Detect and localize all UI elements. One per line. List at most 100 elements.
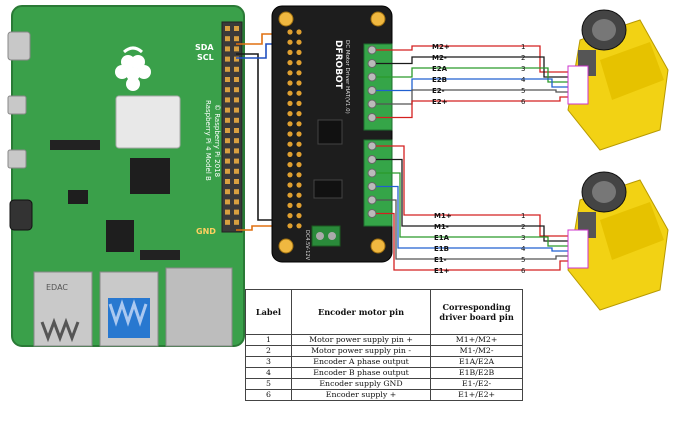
gpio-pin xyxy=(234,138,239,144)
gpio-pin xyxy=(234,26,239,31)
pi-model-text: Raspberry Pi 4 Model B xyxy=(204,100,212,181)
regulator-chip xyxy=(313,179,343,199)
hat-pin xyxy=(287,111,293,117)
col-driver-board-pin: Corresponding driver board pin xyxy=(430,289,523,335)
gpio-pin xyxy=(225,148,230,154)
cell-label: 1 xyxy=(245,334,292,346)
cell-motor-pin: Motor power supply pin - xyxy=(290,345,432,357)
audio-jack xyxy=(9,199,33,231)
cell-label: 6 xyxy=(245,389,292,401)
wire-number: 3 xyxy=(521,65,525,73)
col-encoder-motor-pin: Encoder motor pin xyxy=(290,289,432,335)
cell-label: 3 xyxy=(245,356,292,368)
hat-pin xyxy=(287,172,293,178)
hat-pin xyxy=(287,223,293,229)
terminal-screw xyxy=(367,113,377,122)
wire-number: 1 xyxy=(521,43,525,51)
pin-labels-top: M2+ M2- E2A E2B E2- E2+ 1 2 3 4 5 6 xyxy=(432,43,526,106)
hat-pin xyxy=(287,39,293,45)
gnd-wire-2 xyxy=(236,225,290,231)
hat-pin xyxy=(287,141,293,147)
gpio-pin xyxy=(225,46,230,52)
hat-pin xyxy=(287,202,293,208)
hat-pin xyxy=(296,29,302,35)
hat-header-pins xyxy=(287,29,302,229)
cell-board-pin: E1A/E2A xyxy=(430,356,523,368)
cell-label: 4 xyxy=(245,367,292,379)
motor-wire xyxy=(376,78,572,92)
hat-pin xyxy=(287,192,293,198)
gpio-pin xyxy=(234,36,239,42)
gpio-pin xyxy=(225,117,230,123)
power-terminal xyxy=(311,225,341,247)
gpio-pin xyxy=(225,168,230,174)
gpio-pin xyxy=(234,168,239,174)
usb-controller-chip xyxy=(106,220,134,252)
table-row: 6 Encoder supply + E1+/E2+ xyxy=(245,389,523,401)
hat-pin xyxy=(287,60,293,66)
terminal-screw xyxy=(367,45,377,55)
motor-wire xyxy=(376,185,572,252)
hat-brand: DFROBOT xyxy=(333,40,343,90)
hat-pin xyxy=(287,131,293,137)
hat-pin xyxy=(287,162,293,168)
hat-pin xyxy=(296,141,302,147)
encoder-connector-top xyxy=(567,65,589,105)
usb3-pins xyxy=(108,299,148,327)
gpio-pin xyxy=(225,87,230,93)
scl-label: SCL xyxy=(197,53,214,62)
hat-pin xyxy=(296,213,302,219)
wire-number: 6 xyxy=(521,98,526,106)
cell-motor-pin: Motor power supply pin + xyxy=(290,334,432,346)
encoder-motor-top xyxy=(567,9,669,151)
wire-number: 5 xyxy=(521,87,525,95)
mount-hole xyxy=(278,238,294,254)
motor-wire xyxy=(376,145,572,237)
motor-wire xyxy=(376,89,572,105)
gpio-pin xyxy=(234,66,239,72)
gpio-pin xyxy=(234,77,239,82)
wire-number: 5 xyxy=(521,256,525,264)
cell-motor-pin: Encoder supply + xyxy=(290,389,432,401)
gpio-pin xyxy=(234,117,239,123)
raspberry-pi-board: EDAC Raspberry Pi 4 Model B © Raspberry … xyxy=(7,5,245,347)
hat-pin xyxy=(287,29,293,35)
cell-motor-pin: Encoder supply GND xyxy=(290,378,432,390)
table-row: 1 Motor power supply pin + M1+/M2+ xyxy=(245,334,523,346)
cell-label: 2 xyxy=(245,345,292,357)
gpio-pin xyxy=(234,148,239,154)
edac-label: EDAC xyxy=(46,283,68,292)
motor-wire xyxy=(376,172,572,247)
cell-motor-pin: Encoder B phase output xyxy=(290,367,432,379)
hat-pin xyxy=(296,182,302,188)
gpio-pin xyxy=(225,97,230,103)
hat-pin xyxy=(296,49,302,56)
cpu-shield xyxy=(115,95,181,149)
cell-board-pin: E1B/E2B xyxy=(430,367,523,379)
terminal-screw xyxy=(367,59,377,68)
cell-board-pin: E1-/E2- xyxy=(430,378,523,390)
camera-connector xyxy=(140,250,180,260)
table-row: 2 Motor power supply pin - M1-/M2- xyxy=(245,345,523,357)
mount-hole xyxy=(370,238,386,254)
terminal-screw xyxy=(367,195,377,205)
terminal-screw xyxy=(367,99,377,109)
motor-wire xyxy=(376,96,572,119)
pin-label: E2B xyxy=(432,76,447,84)
hat-pin xyxy=(296,162,302,168)
gpio-pin xyxy=(225,179,230,184)
terminal-screw xyxy=(367,182,377,191)
wire-number: 2 xyxy=(521,223,525,231)
gpio-pin xyxy=(234,97,239,103)
cell-board-pin: M1-/M2- xyxy=(430,345,523,357)
pin-label: E2+ xyxy=(432,98,448,106)
display-connector xyxy=(50,140,100,150)
gpio-pin xyxy=(234,87,239,93)
cell-label: 5 xyxy=(245,378,292,390)
motor-wire xyxy=(376,158,572,242)
mount-hole xyxy=(370,11,386,27)
usbc-port xyxy=(7,31,31,61)
sda-label: SDA xyxy=(195,43,214,52)
motor-wire xyxy=(376,56,572,78)
wire-number: 4 xyxy=(521,76,526,84)
